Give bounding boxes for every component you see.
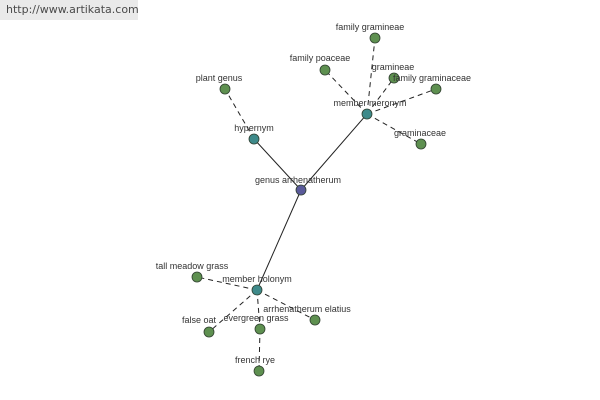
node-label-plant-genus: plant genus xyxy=(196,73,243,83)
edge-holonym-elatius xyxy=(256,289,316,321)
node-label-false-oat: false oat xyxy=(182,315,217,325)
node-tall-meadow[interactable] xyxy=(191,271,203,283)
edge-holonym-tall_meadow xyxy=(196,276,258,291)
node-center[interactable] xyxy=(295,184,307,196)
node-false-oat[interactable] xyxy=(203,326,215,338)
node-plant-genus[interactable] xyxy=(219,83,231,95)
node-label-center: genus arrhenatherum xyxy=(255,175,341,185)
node-layer xyxy=(191,32,442,377)
node-label-meronym: member meronym xyxy=(333,98,406,108)
edge-evergreen-french_rye xyxy=(258,328,261,372)
node-meronym[interactable] xyxy=(361,108,373,120)
node-label-fam-gramineae: family gramineae xyxy=(336,22,405,32)
node-french-rye[interactable] xyxy=(253,365,265,377)
node-fam-graminaceae[interactable] xyxy=(430,83,442,95)
edge-meronym-graminaceae xyxy=(366,113,422,145)
node-fam-poaceae[interactable] xyxy=(319,64,331,76)
edge-meronym-fam_graminaceae xyxy=(366,88,437,115)
edge-center-meronym xyxy=(300,113,368,191)
node-label-fam-poaceae: family poaceae xyxy=(290,53,351,63)
node-label-evergreen: evergreen grass xyxy=(223,313,289,323)
node-label-graminaceae: graminaceae xyxy=(394,128,446,138)
edge-meronym-fam_gramineae xyxy=(366,37,376,115)
node-hypernym[interactable] xyxy=(248,133,260,145)
node-graminaceae[interactable] xyxy=(415,138,427,150)
edge-center-holonym xyxy=(256,189,302,291)
node-label-hypernym: hypernym xyxy=(234,123,274,133)
node-label-elatius: arrhenatherum elatius xyxy=(263,304,351,314)
edge-holonym-false_oat xyxy=(208,289,258,333)
node-label-gramineae: gramineae xyxy=(372,62,415,72)
node-holonym[interactable] xyxy=(251,284,263,296)
edge-meronym-gramineae xyxy=(366,77,395,115)
node-evergreen[interactable] xyxy=(254,323,266,335)
edge-meronym-fam_poaceae xyxy=(324,69,368,115)
node-label-tall-meadow: tall meadow grass xyxy=(156,261,229,271)
label-layer: genus arrhenatherum hypernym member merony… xyxy=(156,22,471,365)
watermark-url[interactable]: http://www.artikata.com xyxy=(0,0,139,20)
node-gramineae[interactable] xyxy=(388,72,400,84)
node-label-french-rye: french rye xyxy=(235,355,275,365)
node-label-fam-graminaceae: family graminaceae xyxy=(393,73,471,83)
edge-hypernym-plant_genus xyxy=(224,88,255,140)
edge-center-hypernym xyxy=(253,138,302,191)
node-label-holonym: member holonym xyxy=(222,274,292,284)
edge-layer xyxy=(196,37,437,372)
node-elatius[interactable] xyxy=(309,314,321,326)
edge-holonym-evergreen xyxy=(256,289,261,330)
node-fam-gramineae[interactable] xyxy=(369,32,381,44)
